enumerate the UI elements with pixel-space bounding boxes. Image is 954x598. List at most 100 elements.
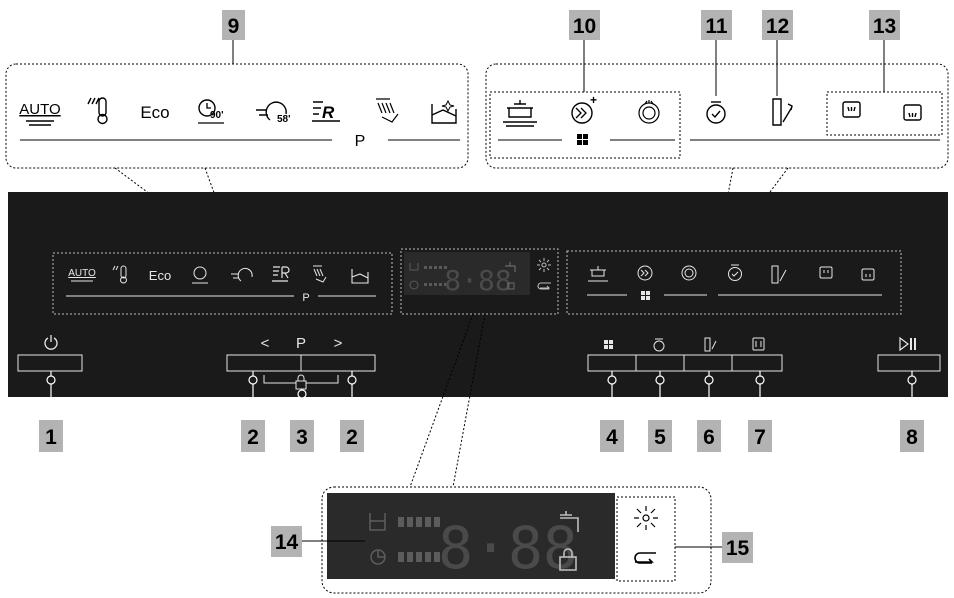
callout-13-box: [869, 10, 900, 40]
zoom-salt-icon: [634, 552, 656, 564]
intensive-thermometer-icon: [87, 97, 108, 125]
options-zoom-frame: [485, 63, 949, 169]
zoom-display-digits: 8·88: [438, 514, 578, 582]
callout-15-label: 15: [726, 537, 750, 560]
programs-zoom-frame: [5, 63, 469, 169]
quick-plus-icon: +: [571, 93, 597, 124]
callout-12-label: 12: [766, 15, 789, 38]
callout-15-box: [722, 532, 753, 563]
svg-text:AUTO: AUTO: [19, 101, 60, 118]
callout-8-box: [900, 420, 924, 452]
panel-program-icons: AUTO Eco P: [66, 265, 376, 304]
callout-9-box: [222, 10, 245, 40]
top-callout-lines: [232, 40, 885, 96]
quick-90-icon: 90': [198, 99, 224, 124]
panel-display-screen: [404, 252, 530, 295]
svg-text:58': 58': [277, 114, 291, 125]
display-zoom-leader-left: [409, 313, 474, 488]
child-lock-icon: [295, 374, 307, 390]
program-prev-label: <: [261, 335, 270, 352]
callout-10-label: 10: [573, 15, 596, 38]
panel-shower-icon: [313, 265, 327, 283]
callout-3-label: 3: [296, 426, 308, 449]
panel-programs-p-label: P: [302, 292, 309, 304]
callout-5-label: 5: [654, 426, 666, 449]
panel-door-icon: [771, 265, 787, 284]
zoom-lock-icon: [559, 548, 577, 571]
callout-6-box: [697, 420, 721, 452]
callout-4-label: 4: [606, 426, 618, 449]
panel-option-grid-icon: [641, 291, 650, 300]
panel-lower-basket-icon: [861, 268, 875, 281]
panel-options-frame: [566, 250, 902, 315]
upper-basket-icon: [842, 101, 861, 118]
program-p-label: P: [296, 335, 306, 352]
callout-11-label: 11: [705, 15, 728, 38]
panel-hygiene-icon: [351, 269, 369, 284]
quick-58-icon: 58': [256, 101, 291, 125]
callout-2-right-box: [340, 420, 364, 452]
svg-text:+: +: [590, 93, 597, 107]
callout-10-box: [569, 10, 600, 40]
power-button[interactable]: [17, 354, 83, 372]
panel-intensive-icon: [112, 265, 127, 284]
start-pause-button[interactable]: [877, 354, 941, 372]
program-next-button[interactable]: [300, 354, 376, 372]
pre-rinse-shower-icon: [376, 98, 399, 123]
option-grid-icon: [577, 134, 588, 145]
display-zoom-screen: [327, 493, 615, 579]
auto-door-open-icon: [772, 98, 793, 126]
lower-basket-icon: [903, 104, 922, 121]
option-grid-button-icon: [604, 340, 613, 349]
basket-button-icon: [752, 337, 765, 351]
options-zoom-icons: +: [498, 93, 940, 145]
auto-program-icon: AUTO: [19, 101, 61, 126]
panel-display-frame: [400, 248, 559, 315]
panel-rinse-icon: [272, 266, 290, 282]
callout-7-label: 7: [754, 426, 766, 449]
panel-eco-icon: Eco: [149, 268, 171, 283]
pots-pan-icon: [503, 100, 537, 127]
callout-pins: [46, 371, 917, 420]
display-zoom-leader-right: [452, 313, 486, 488]
panel-display-content: 8·88: [409, 258, 551, 297]
bottom-callout-lines: [302, 540, 722, 548]
callout-11-box: [701, 10, 732, 40]
callout-6-label: 6: [703, 426, 715, 449]
callout-3-box: [290, 420, 314, 452]
panel-auto-icon: AUTO: [68, 268, 96, 279]
display-zoom-frame: [321, 486, 712, 594]
callout-9-label: 9: [228, 15, 240, 38]
zoom-rinse-level-icon: [369, 513, 386, 531]
start-pause-icon: [899, 336, 916, 352]
panel-display-digits: 8·88: [444, 264, 511, 297]
programs-zoom-icons: AUTO Eco 90' 58' R: [19, 97, 460, 150]
panel-quick-plus-icon: [637, 265, 653, 281]
power-icon: [44, 335, 58, 350]
callout-2-left-label: 2: [247, 426, 259, 449]
svg-text:90': 90': [210, 110, 224, 121]
callout-2-right-label: 2: [346, 426, 358, 449]
display-zoom-indicator-frame: [616, 496, 676, 582]
hygiene-tub-icon: [431, 99, 457, 124]
basket-zone-button[interactable]: [731, 354, 783, 372]
panel-zone-icon: [681, 265, 697, 281]
panel-rinse-aid-icon: [537, 258, 551, 272]
callout-5-box: [648, 420, 672, 452]
panel-quick-90-icon: [192, 266, 208, 284]
programs-group-label: P: [355, 133, 366, 150]
svg-text:R: R: [322, 103, 335, 122]
callout-14-box: [271, 526, 302, 557]
delay-button-icon: [653, 338, 665, 352]
callout-7-box: [748, 420, 772, 452]
panel-pots-icon: [588, 266, 608, 282]
callout-1-label: 1: [45, 426, 57, 449]
panel-option-icons: [588, 264, 875, 284]
zoom-rinse-aid-icon: [634, 506, 658, 530]
zoom-salt-level-icon: [370, 549, 386, 565]
delay-timer-icon: [706, 101, 726, 124]
zoom-tap-icon: [560, 511, 579, 532]
options-group-13-frame: [826, 91, 943, 136]
panel-timer-icon: [728, 264, 742, 281]
